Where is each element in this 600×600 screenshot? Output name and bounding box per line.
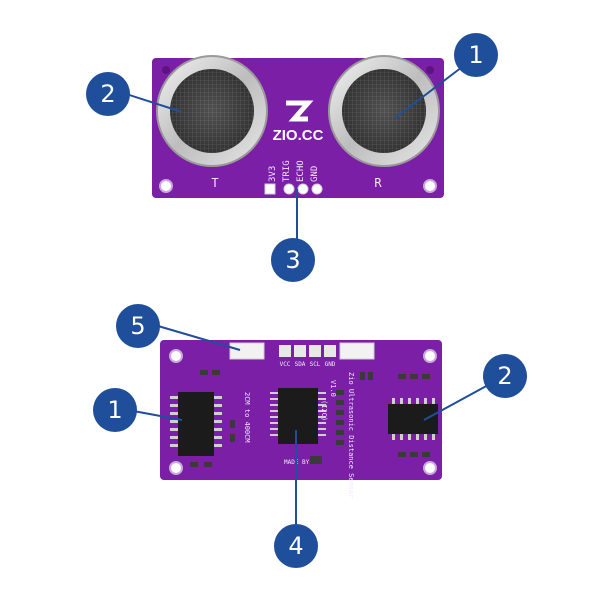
center-ic-chip <box>270 388 326 444</box>
pin-label-gnd: GND <box>310 166 320 182</box>
callout-line <box>157 325 241 351</box>
mounting-hole <box>426 66 434 74</box>
silk-version: V1.0 <box>329 380 337 397</box>
callout-receiver: 1 <box>454 33 498 77</box>
silk-range: 2CM to 400CM <box>243 392 251 443</box>
zio-logo: ZIO.CC <box>273 100 324 144</box>
callout-connector: 5 <box>116 304 160 348</box>
callout-center-ic: 4 <box>274 524 318 568</box>
header-pad <box>279 345 291 357</box>
pin-pad <box>311 183 323 195</box>
pin-label-trig: TRIG <box>282 160 292 182</box>
callout-line <box>119 91 183 113</box>
bottom-sensor-board: VCC SDA SCL GND <box>160 340 442 498</box>
mounting-hole <box>159 179 173 193</box>
callout-number: 1 <box>468 41 483 69</box>
callout-line <box>394 63 467 119</box>
callout-line <box>423 383 491 421</box>
mounting-hole <box>169 461 183 475</box>
silk-title: Zio Ultrasonic Distance Sensor <box>347 372 355 498</box>
header-label-sda: SDA <box>295 361 306 368</box>
header-label-gnd: GND <box>325 361 336 368</box>
label-t: T <box>211 176 218 190</box>
smd-components <box>190 370 430 467</box>
logo-text: ZIO.CC <box>273 127 324 144</box>
mounting-hole <box>162 66 170 74</box>
callout-number: 5 <box>130 312 145 340</box>
right-ic-chip <box>388 398 438 440</box>
header-pad <box>324 345 336 357</box>
callout-number: 3 <box>285 246 300 274</box>
mounting-hole <box>423 349 437 363</box>
pin-pad <box>283 183 295 195</box>
mounting-hole <box>423 179 437 193</box>
top-sensor-board: ZIO.CC T R 3V3 TRIG ECHO GND <box>152 55 444 198</box>
left-ic-chip <box>170 392 222 456</box>
receiver-transducer <box>328 55 440 167</box>
callout-pins: 3 <box>271 238 315 282</box>
pin-label-echo: ECHO <box>296 160 306 182</box>
mounting-hole <box>423 461 437 475</box>
pin-pad <box>297 183 309 195</box>
label-r: R <box>374 176 382 190</box>
transmitter-transducer <box>156 55 268 167</box>
callout-number: 2 <box>497 362 512 390</box>
pin-label-3v3: 3V3 <box>268 166 278 182</box>
header-label-scl: SCL <box>310 361 321 368</box>
callout-left-ic: 1 <box>93 388 137 432</box>
header-pad <box>294 345 306 357</box>
callout-right-ic: 2 <box>483 354 527 398</box>
mounting-hole <box>169 349 183 363</box>
pin-pad <box>264 183 276 195</box>
callout-line <box>127 409 183 421</box>
callout-number: 1 <box>107 396 122 424</box>
header-label-vcc: VCC <box>280 361 291 368</box>
callout-number: 4 <box>288 532 303 560</box>
qwiic-connector-right <box>339 342 375 360</box>
qwiic-connector-left <box>229 342 265 360</box>
callout-transmitter: 2 <box>86 72 130 116</box>
callout-number: 2 <box>100 80 115 108</box>
header-pad <box>309 345 321 357</box>
silk-i2c: (I2C) <box>320 400 328 421</box>
